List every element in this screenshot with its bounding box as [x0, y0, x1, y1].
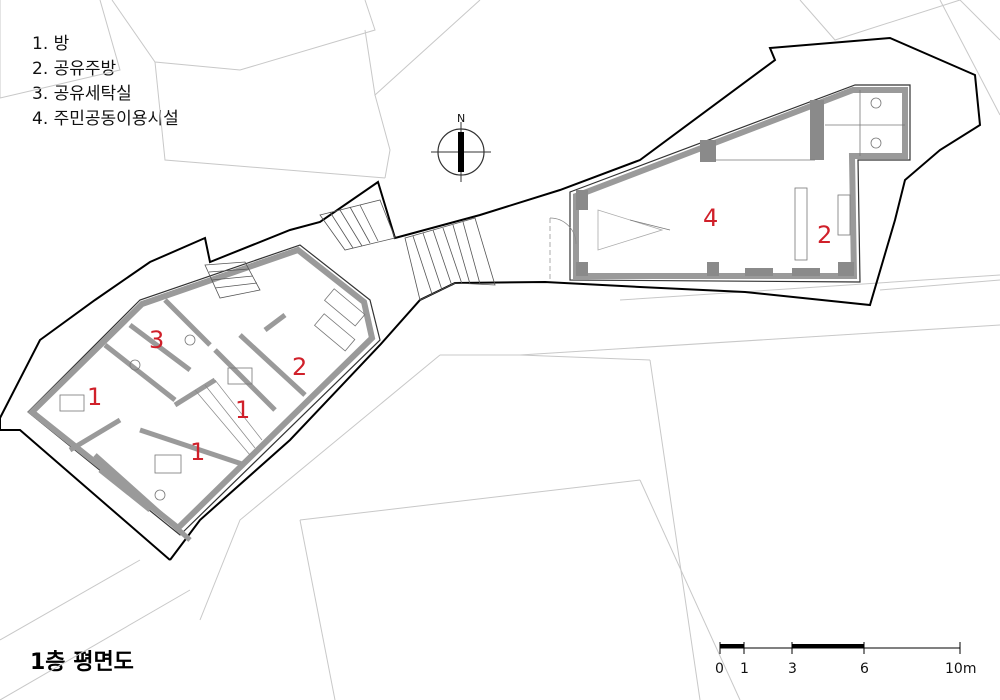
- compass-north-label: N: [457, 112, 465, 125]
- room-legend: 1. 방 2. 공유주방 3. 공유세탁실 4. 주민공동이용시설: [32, 32, 179, 132]
- scale-tick-3: 3: [788, 661, 797, 677]
- legend-item-room: 1. 방: [32, 34, 70, 54]
- drawing-title: 1층 평면도: [30, 650, 134, 675]
- room-label-kitchen-west: 2: [292, 353, 307, 381]
- scale-bar: 0 1 3 6 10m: [715, 642, 976, 677]
- west-building-outline: [27, 244, 381, 536]
- north-compass: N: [431, 112, 491, 182]
- scale-tick-10m: 10m: [945, 661, 976, 677]
- scale-tick-1: 1: [740, 661, 749, 677]
- room-label-community-facility: 4: [703, 204, 718, 232]
- room-label-room-1-a: 1: [87, 383, 102, 411]
- room-label-room-1-b: 1: [235, 396, 250, 424]
- scale-tick-0: 0: [715, 661, 724, 677]
- west-stair: [204, 261, 261, 299]
- room-label-laundry: 3: [149, 326, 164, 354]
- entrance-stairs: [319, 199, 496, 301]
- room-label-kitchen-east: 2: [817, 221, 832, 249]
- legend-item-shared-kitchen: 2. 공유주방: [32, 59, 117, 79]
- legend-item-community-facility: 4. 주민공동이용시설: [32, 109, 179, 129]
- legend-item-shared-laundry: 3. 공유세탁실: [32, 84, 132, 104]
- east-building-wall: [573, 87, 908, 279]
- room-labels: 1 1 1 2 3 4 2: [87, 204, 832, 466]
- room-label-room-1-c: 1: [190, 438, 205, 466]
- east-building-outline: [569, 84, 911, 283]
- east-building: [549, 84, 911, 283]
- west-building: [27, 244, 381, 542]
- scale-tick-6: 6: [860, 661, 869, 677]
